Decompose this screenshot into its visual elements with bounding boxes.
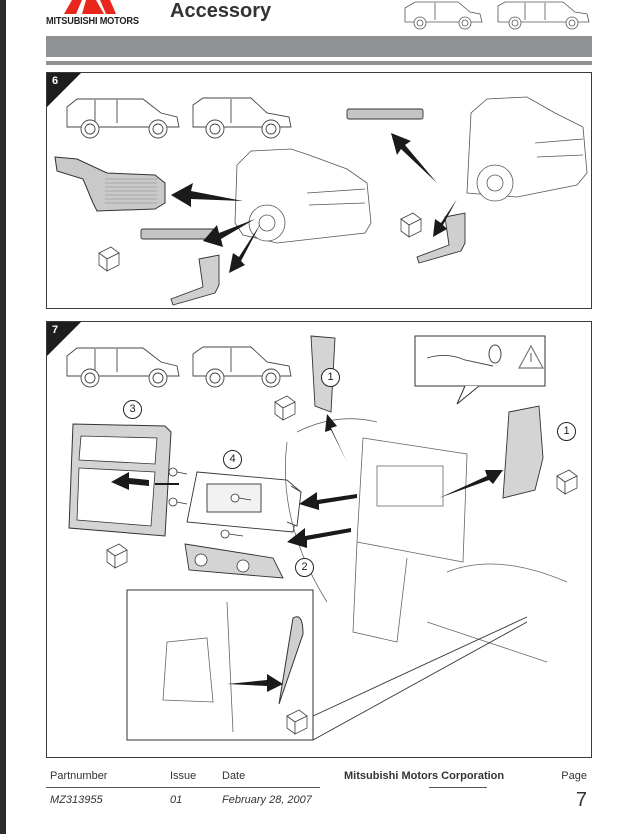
vehicle-3door-icon [404, 1, 483, 30]
trim-panel-part-1 [502, 405, 544, 499]
detail-inset [126, 589, 528, 741]
direction-arrows [111, 414, 503, 692]
trim-tool-icon [488, 344, 502, 364]
step-7-illustration [66, 335, 578, 741]
vehicle-5door-icon [66, 347, 180, 388]
callout-2: 2 [295, 558, 314, 577]
dashboard-illustration [284, 418, 568, 663]
direction-arrows [171, 133, 457, 273]
storage-box-icon [106, 543, 128, 569]
issue-value: 01 [170, 794, 183, 806]
date-label: Date [222, 770, 246, 782]
callout-1-upper: 1 [321, 368, 340, 387]
storage-box-icon [400, 212, 422, 238]
footer-rule-right [429, 787, 487, 788]
header-rule [46, 61, 592, 65]
vehicle-3door-front-icon [466, 96, 588, 202]
callout-3: 3 [123, 400, 142, 419]
callout-1-right: 1 [557, 422, 576, 441]
issue-label: Issue [170, 770, 197, 782]
callout-4: 4 [223, 450, 242, 469]
storage-box-icon [274, 395, 296, 421]
page-label: Page [561, 770, 587, 782]
climate-panel-part-2 [184, 543, 284, 579]
kick-panel-icon [416, 212, 466, 264]
step-badge [47, 322, 81, 356]
page-number: 7 [575, 789, 587, 811]
trim-tool-icon [426, 355, 494, 367]
company-name: Mitsubishi Motors Corporation [344, 770, 505, 782]
partnumber-label: Partnumber [50, 770, 108, 782]
step-number: 6 [52, 75, 59, 87]
left-border-strip [0, 0, 6, 834]
storage-box-icon [556, 469, 578, 495]
brand-name: MITSUBISHI MOTORS [46, 16, 139, 27]
step-number: 7 [52, 324, 59, 336]
mitsubishi-logo [64, 0, 116, 14]
step-7-panel: 7 1 1 2 3 4 [46, 321, 592, 758]
step-6-panel: 6 [46, 72, 592, 309]
vehicle-3door-icon [192, 97, 292, 139]
vehicle-5door-icon [497, 1, 590, 30]
partnumber-value: MZ313955 [50, 794, 103, 806]
vehicle-5door-icon [66, 98, 180, 139]
head-unit-part-4 [186, 471, 302, 533]
a-pillar-trim-icon [278, 616, 304, 705]
footer-rule-left [46, 787, 320, 788]
storage-box-icon [286, 709, 308, 735]
vehicle-5door-front-icon [234, 148, 372, 244]
vehicle-3door-icon [192, 346, 292, 388]
screw-icon [168, 467, 252, 539]
step-badge [47, 73, 81, 107]
storage-box-icon [98, 246, 120, 272]
page-title: Accessory [170, 0, 272, 22]
header-bar [46, 36, 592, 57]
warning-inset [414, 335, 546, 405]
step-6-illustration [54, 96, 588, 306]
kick-panel-icon [170, 254, 220, 306]
scuff-plate-icon [346, 108, 424, 120]
date-value: February 28, 2007 [222, 794, 312, 806]
scuff-plate-icon [140, 228, 218, 240]
header-vehicles [404, 1, 590, 30]
floor-mat-icon [54, 156, 166, 212]
